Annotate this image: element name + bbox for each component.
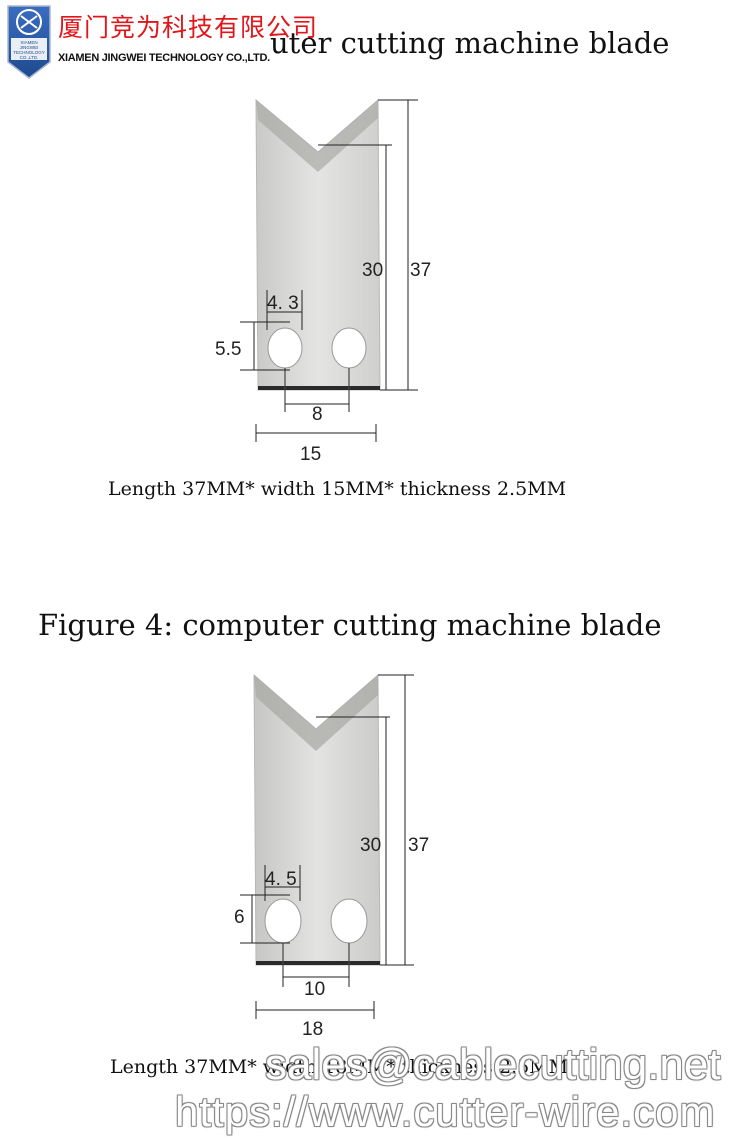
- blade-hole-right: [330, 898, 368, 944]
- dim-hole-spacing: 10: [304, 979, 325, 1000]
- blade-bottom-edge: [256, 961, 380, 965]
- watermark-email: sales@cablecutting.net: [265, 1040, 721, 1089]
- blade-hole-left: [264, 898, 302, 944]
- dimension-lines: [240, 99, 418, 442]
- blade-bottom-edge: [258, 386, 380, 390]
- blade-hole-left: [267, 327, 303, 369]
- dim-width: 15: [300, 444, 321, 465]
- blade-bevel: [256, 100, 378, 172]
- company-name-cn: 厦门竞为科技有限公司: [58, 13, 319, 42]
- dim-hole-width: 4. 3: [267, 293, 299, 314]
- figure-4-title: Figure 4: computer cutting machine blade: [38, 608, 662, 642]
- dim-hole-width: 4. 5: [265, 869, 297, 890]
- badge-line-3: TECHNOLOGY: [13, 50, 45, 55]
- badge-line-2: JINGWEI: [20, 45, 39, 50]
- badge-line-4: CO.,LTD.: [20, 55, 39, 60]
- dim-hole-spacing: 8: [312, 404, 323, 425]
- figure-4-caption: Length 37MM* width 18MM* thickness 2.5MM: [110, 1056, 569, 1078]
- dim-blade-height: 30: [362, 260, 383, 281]
- figure-4-blade-drawing: 37 30 4. 5 6 10 18: [234, 673, 429, 1040]
- badge-line-1: XIAMEN: [20, 40, 37, 45]
- dim-hole-height: 6: [234, 907, 245, 928]
- company-logo-badge: XIAMEN JINGWEI TECHNOLOGY CO.,LTD.: [7, 5, 51, 79]
- dim-total-height: 37: [408, 835, 429, 856]
- dim-blade-height: 30: [360, 835, 381, 856]
- figure-3-title: uter cutting machine blade: [270, 26, 670, 60]
- watermark-url: https://www.cutter-wire.com: [175, 1088, 716, 1135]
- figure-3-blade-drawing: 37 30 4. 3 5.5 8 15: [215, 98, 431, 465]
- dim-total-height: 37: [410, 260, 431, 281]
- company-name-en: XIAMEN JINGWEI TECHNOLOGY CO.,LTD.: [58, 52, 270, 64]
- dim-width: 18: [302, 1019, 323, 1040]
- blade-hole-right: [331, 327, 367, 369]
- figure-3-caption: Length 37MM* width 15MM* thickness 2.5MM: [108, 478, 567, 500]
- dimension-lines: [240, 674, 414, 1019]
- dim-hole-height: 5.5: [215, 339, 241, 360]
- blade-bevel: [254, 675, 378, 751]
